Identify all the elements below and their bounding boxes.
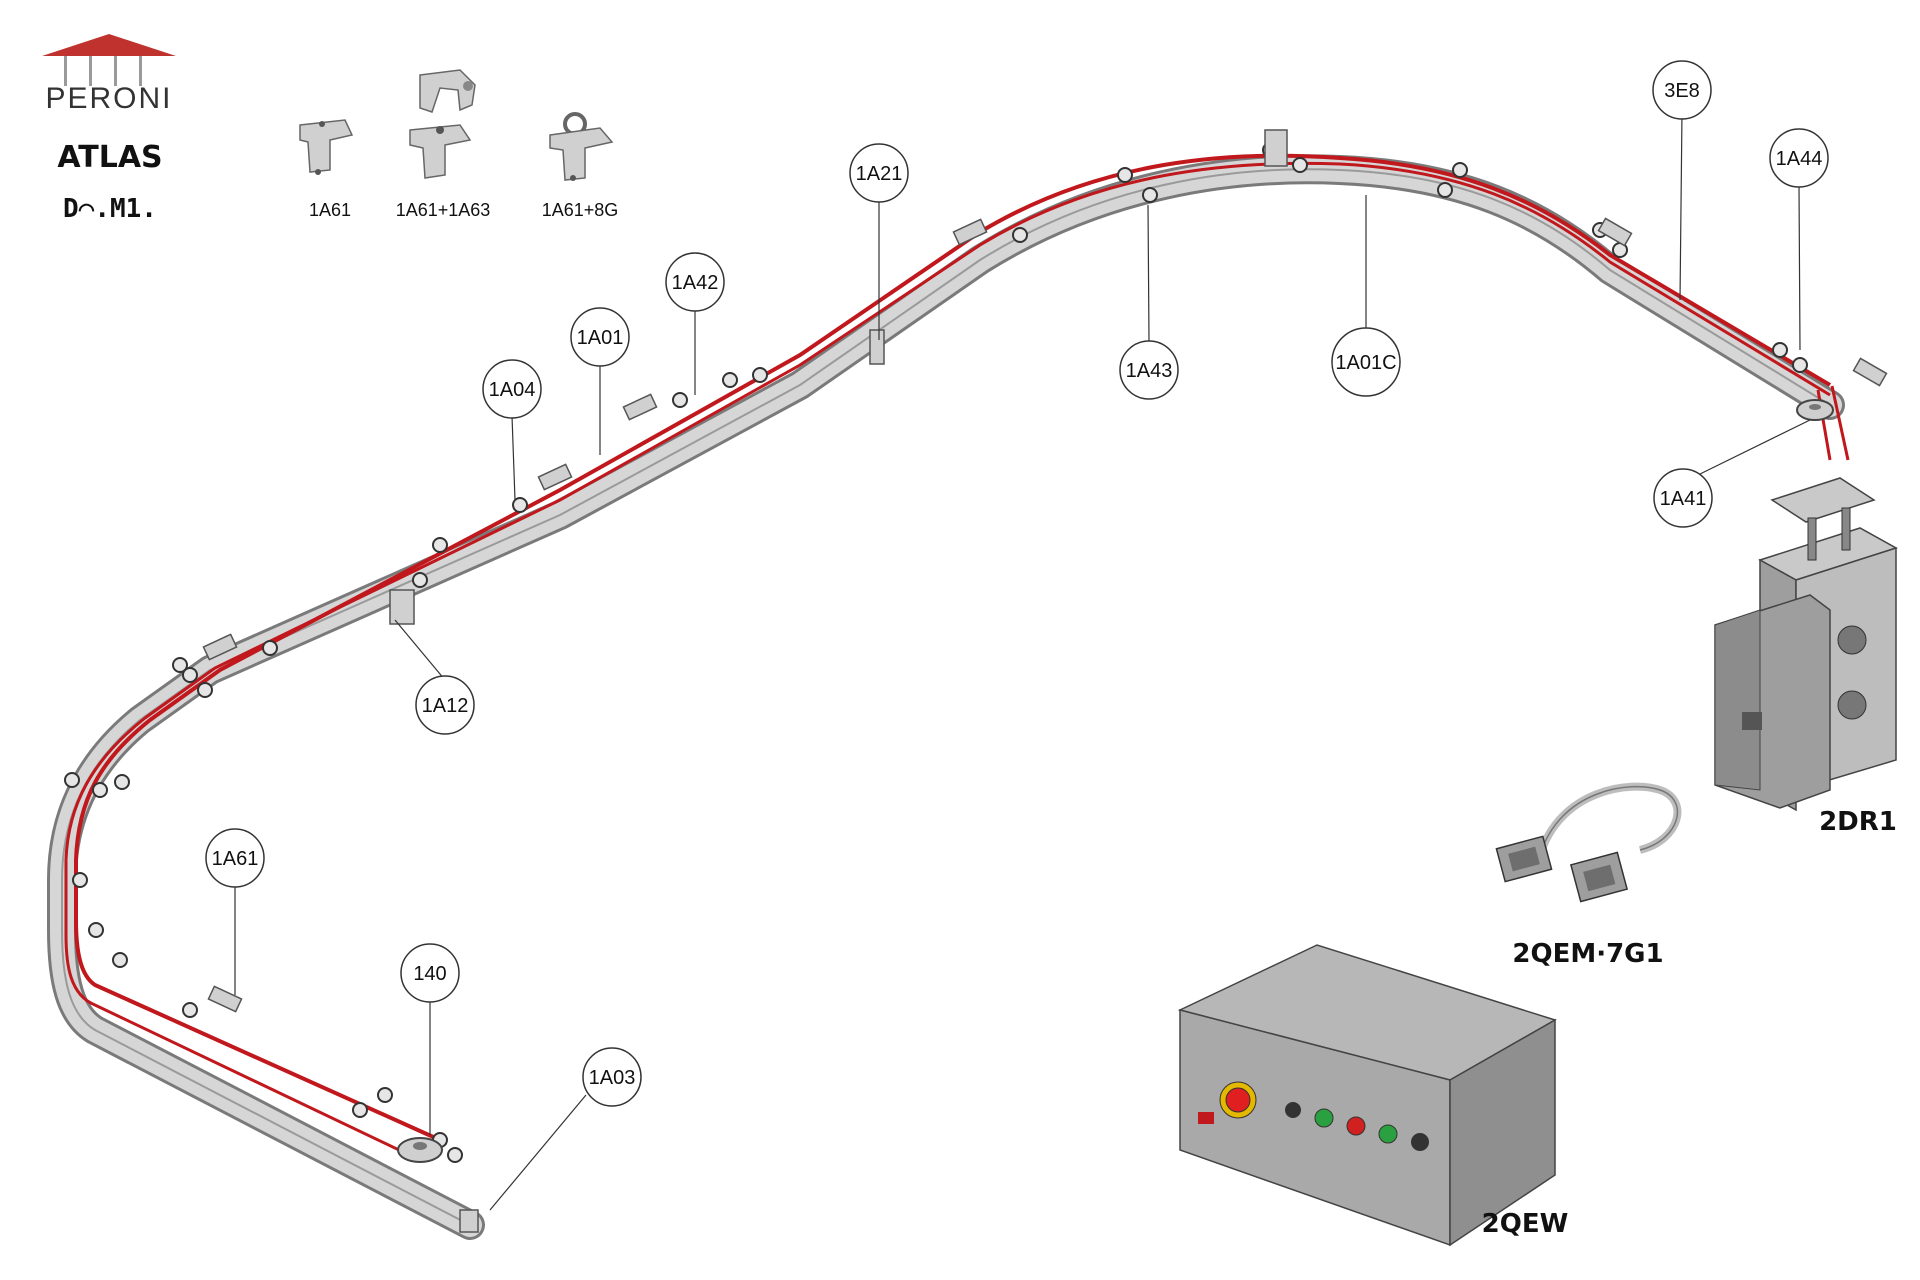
drive-unit-2dr1: 2DR1 [1714, 477, 1898, 837]
product-code: D⌒.M1. [63, 194, 157, 224]
peroni-roof-icon [42, 34, 176, 86]
connector-2qem-7g1-label: 2QEM·7G1 [1512, 939, 1663, 969]
pulley-140 [397, 1137, 443, 1163]
leader-lines [234, 112, 1811, 1211]
rail-track [47, 154, 1845, 1240]
callout-1a12: 1A12 [415, 675, 475, 735]
control-box-2qew-label: 2QEW [1482, 1209, 1569, 1239]
svg-text:1A44: 1A44 [1776, 148, 1823, 170]
svg-text:1A61: 1A61 [212, 848, 259, 870]
connector-2qem-7g1: 2QEM·7G1 [1495, 782, 1682, 969]
callout-1a42: 1A42 [665, 252, 725, 312]
callout-140: 140 [400, 943, 460, 1003]
product-name: ATLAS [57, 140, 163, 175]
svg-text:1A01C: 1A01C [1335, 352, 1396, 374]
mounting-brackets [202, 129, 1888, 1233]
callout-1a01c: 1A01C [1331, 327, 1401, 397]
callout-1a01: 1A01 [570, 307, 630, 367]
svg-text:3E8: 3E8 [1664, 80, 1700, 102]
callout-1a44: 1A44 [1769, 128, 1829, 188]
accessory-1a61-label: 1A61 [309, 200, 351, 220]
svg-text:1A04: 1A04 [489, 379, 536, 401]
svg-text:1A03: 1A03 [589, 1067, 636, 1089]
svg-text:1A12: 1A12 [422, 695, 469, 717]
brand-logo: PERONI [34, 34, 184, 224]
callout-1a21: 1A21 [849, 143, 909, 203]
svg-text:140: 140 [413, 963, 446, 985]
cable-loop [64, 153, 1850, 1162]
accessory-1a61-1a63-label: 1A61+1A63 [396, 200, 491, 220]
callout-1a41: 1A41 [1653, 468, 1713, 528]
svg-text:1A41: 1A41 [1660, 488, 1707, 510]
callout-3e8: 3E8 [1652, 60, 1712, 120]
accessory-1a61-1a63: 1A61+1A63 [396, 69, 491, 220]
svg-text:1A42: 1A42 [672, 272, 719, 294]
callout-1a43: 1A43 [1119, 340, 1179, 400]
accessory-1a61-8g: 1A61+8G [542, 112, 619, 220]
control-box-2qew: 2QEW [1177, 944, 1569, 1247]
svg-text:1A21: 1A21 [856, 163, 903, 185]
callout-1a61: 1A61 [205, 828, 265, 888]
brand-name: PERONI [45, 82, 173, 115]
accessory-1a61-8g-label: 1A61+8G [542, 200, 619, 220]
svg-text:1A43: 1A43 [1126, 360, 1173, 382]
callout-1a04: 1A04 [482, 359, 542, 419]
drive-unit-2dr1-label: 2DR1 [1819, 807, 1897, 837]
svg-text:1A01: 1A01 [577, 327, 624, 349]
pulley-1a41 [1796, 399, 1834, 421]
callout-1a03: 1A03 [582, 1047, 642, 1107]
accessory-1a61: 1A61 [299, 119, 354, 220]
